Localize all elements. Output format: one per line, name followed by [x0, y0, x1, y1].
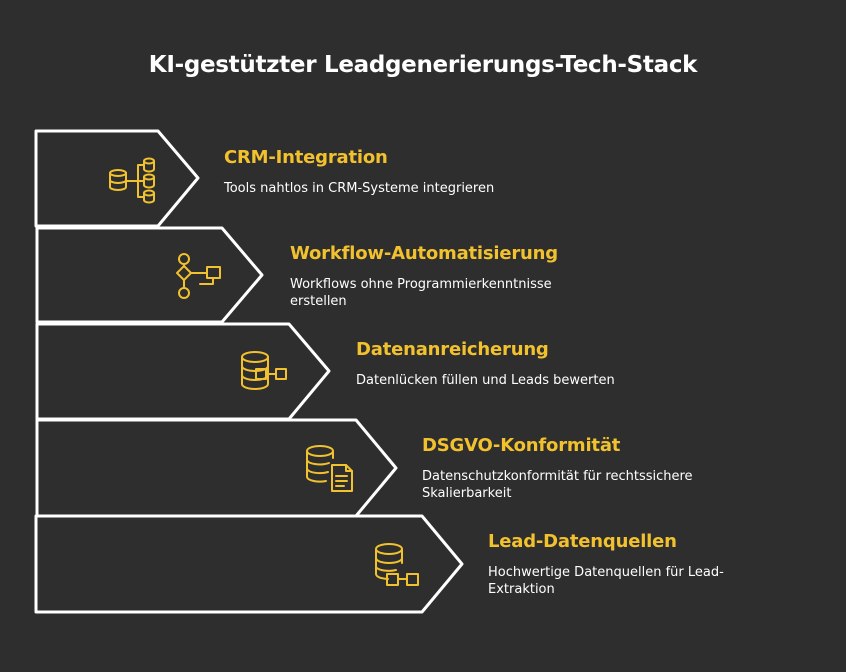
item-title: DSGVO-Konformität	[422, 435, 621, 456]
stack-item-crm-integration: CRM-Integration Tools nahtlos in CRM-Sys…	[224, 147, 564, 197]
stack-item-workflow-automatisierung: Workflow-Automatisierung Workflows ohne …	[290, 243, 610, 310]
database-link-icon	[241, 351, 287, 390]
item-description: Datenschutzkonformität für rechtssichere…	[422, 469, 693, 501]
item-description: Datenlücken füllen und Leads bewerten	[356, 373, 615, 388]
item-description: Tools nahtlos in CRM-Systeme integrieren	[224, 181, 495, 196]
item-title: Workflow-Automatisierung	[290, 243, 558, 264]
stack-arrow-crm-integration	[34, 129, 200, 228]
database-network-icon	[109, 157, 155, 204]
database-document-icon	[306, 445, 353, 492]
item-title: Lead-Datenquellen	[488, 531, 677, 552]
item-description: Workflows ohne Programmierkenntnisse ers…	[290, 277, 552, 309]
flowchart-icon	[176, 253, 221, 299]
stack-arrow-lead-datenquellen	[34, 514, 464, 614]
stack-arrow-dsgvo-konformitaet	[35, 418, 398, 518]
item-description: Hochwertige Datenquellen für Lead-Extrak…	[488, 565, 724, 597]
database-link-icon-2	[374, 543, 419, 586]
stack-item-lead-datenquellen: Lead-Datenquellen Hochwertige Datenquell…	[488, 531, 788, 598]
item-title: Datenanreicherung	[356, 339, 549, 360]
stack-arrow-datenanreicherung	[35, 322, 331, 421]
item-title: CRM-Integration	[224, 147, 388, 168]
stack-item-dsgvo-konformitaet: DSGVO-Konformität Datenschutzkonformität…	[422, 435, 742, 502]
stack-item-datenanreicherung: Datenanreicherung Datenlücken füllen und…	[356, 339, 696, 389]
stack-arrow-workflow-automatisierung	[35, 226, 264, 324]
diagram-title: KI-gestützter Leadgenerierungs-Tech-Stac…	[148, 52, 698, 78]
